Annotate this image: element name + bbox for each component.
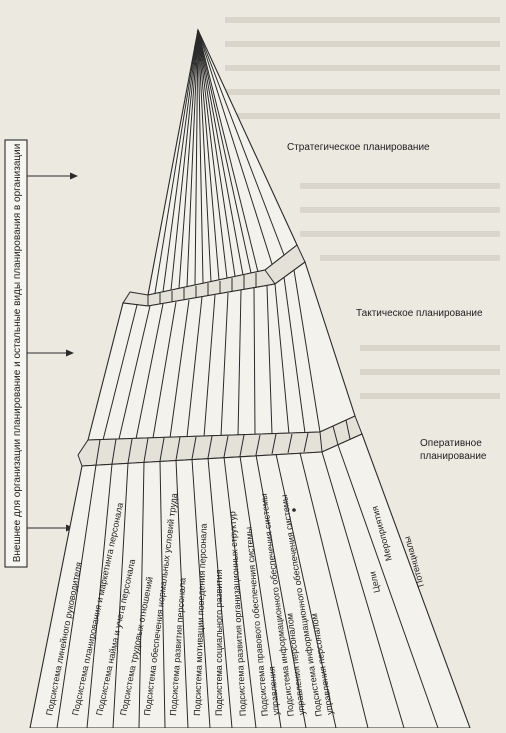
tactical-ribs bbox=[102, 269, 321, 441]
strategic-ribs bbox=[154, 29, 285, 294]
side-label-text: Внешнее для организации планирование и о… bbox=[12, 144, 23, 563]
operational-label-line2: планирование bbox=[420, 451, 487, 462]
strategic-label: Стратегическое планирование bbox=[287, 142, 430, 153]
scan-dot bbox=[292, 508, 296, 512]
level-labels: Стратегическое планирование Тактическое … bbox=[287, 142, 487, 462]
background-text-texture bbox=[225, 17, 500, 399]
operational-label-line1: Оперативное bbox=[420, 438, 482, 449]
subsystem-label: Цели bbox=[367, 570, 382, 593]
operational-ribs bbox=[56, 444, 439, 729]
side-label-box: Внешнее для организации планирование и о… bbox=[4, 139, 28, 568]
subsystem-label: Подсистема социального развития bbox=[214, 569, 224, 716]
subsystem-label-line: управления bbox=[267, 666, 281, 716]
apex-mark bbox=[194, 30, 202, 48]
subsystem-label-line: Цели bbox=[367, 570, 382, 593]
side-arrows bbox=[27, 172, 78, 532]
operational-tier bbox=[29, 433, 471, 729]
subsystem-label-line: Подсистема социального развития bbox=[214, 569, 224, 716]
strategic-tier bbox=[147, 28, 298, 296]
tactical-label: Тактическое планирование bbox=[356, 308, 483, 319]
